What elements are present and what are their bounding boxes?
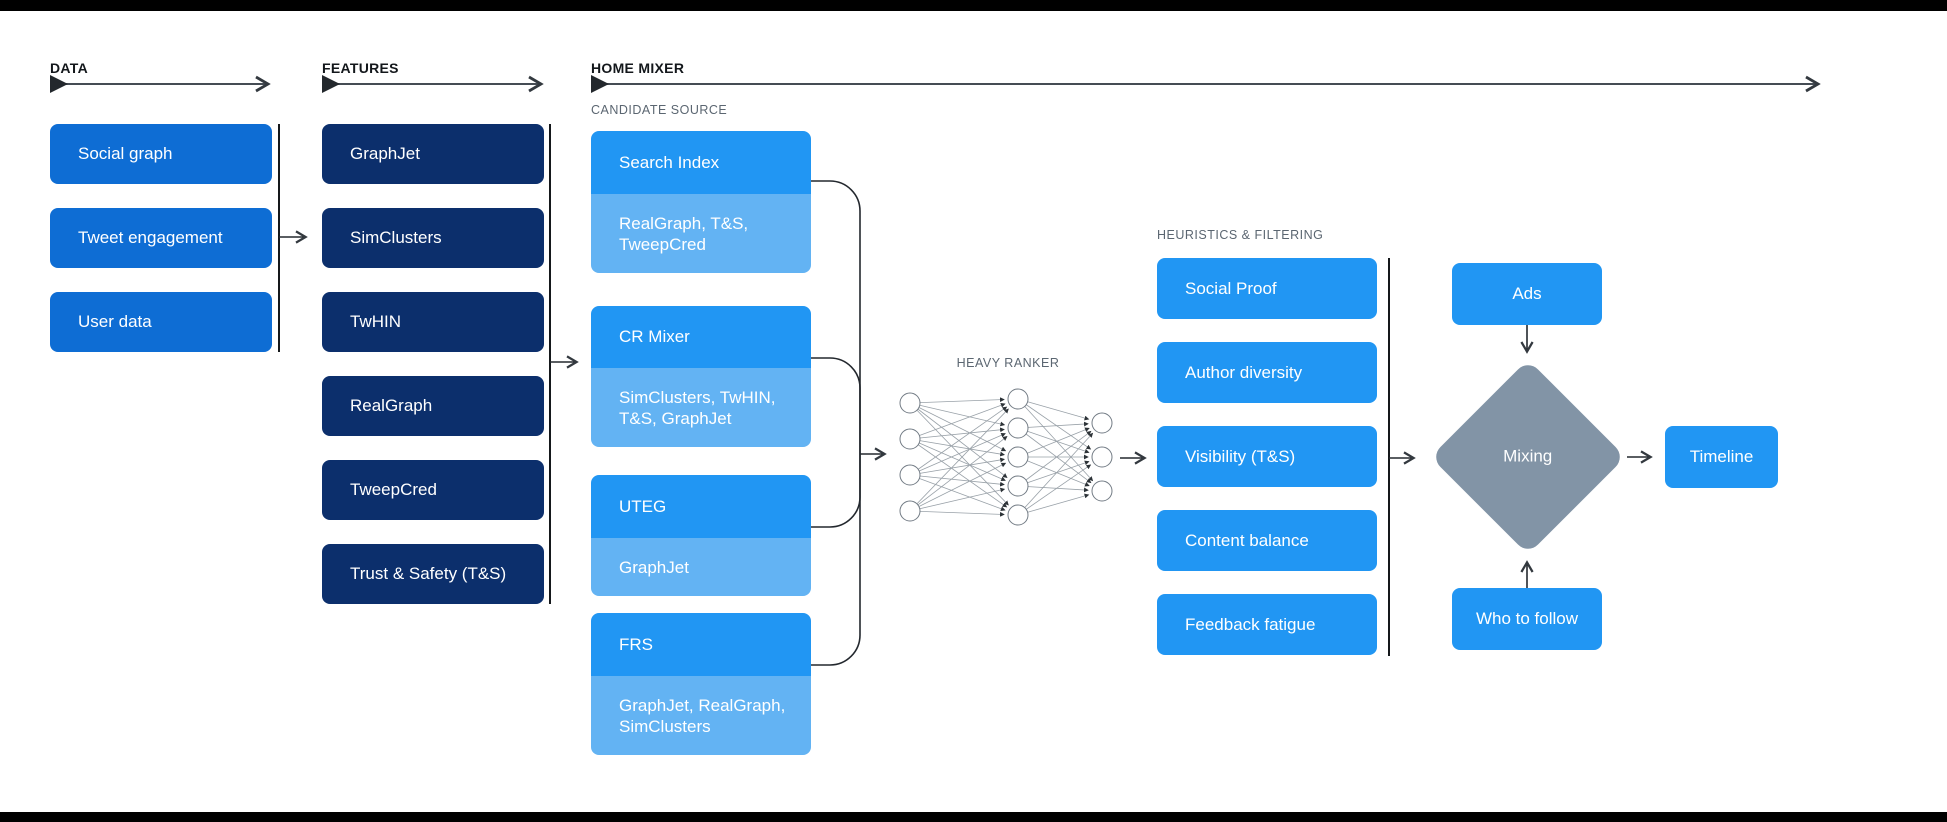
nn-edge [909,403,1006,440]
nn-edge [1017,427,1092,484]
nn-edge [1017,427,1090,458]
nn-node [1007,446,1029,468]
candidate-node-search-index: Search Index RealGraph, T&S, TweepCred [591,131,811,273]
nn-edge [909,474,1006,511]
nn-edge [1017,430,1092,487]
nn-node [1091,412,1113,434]
nn-node [1091,480,1113,502]
heuristic-node-content-balance: Content balance [1157,510,1377,571]
neural-network [899,388,1113,526]
nn-edge [1017,398,1090,421]
feature-node-twhin: TwHIN [322,292,544,352]
mixing-diamond: Mixing [1430,359,1626,555]
nn-node [1091,446,1113,468]
nn-edge [909,462,1007,512]
heuristic-node-visibility: Visibility (T&S) [1157,426,1377,487]
nn-edge [909,436,1008,512]
bottom-frame-bar [0,812,1947,822]
heuristic-node-social-proof: Social Proof [1157,258,1377,319]
nn-edge [1017,421,1089,429]
nn-edge [909,487,1006,512]
nn-edge [1017,456,1090,487]
nn-edge [1017,398,1094,482]
heavy-ranker-label: HEAVY RANKER [956,356,1060,370]
nn-edge [909,438,1005,457]
candidate-node-cr-mixer: CR Mixer SimClusters, TwHIN, T&S, GraphJ… [591,306,811,447]
candidate-features: GraphJet, RealGraph, SimClusters [591,676,811,755]
nn-node [899,428,921,450]
nn-edge [909,402,1009,506]
nn-edge [909,402,1007,452]
data-node-social-graph: Social graph [50,124,272,184]
nn-edge [1017,464,1092,516]
candidate-source-label: CANDIDATE SOURCE [591,103,728,117]
nn-node [899,500,921,522]
data-node-user-data: User data [50,292,272,352]
section-title-data: DATA [50,60,89,76]
nn-edge [909,408,1009,512]
nn-edge [909,406,1008,476]
heuristic-node-author-diversity: Author diversity [1157,342,1377,403]
candidate-node-frs: FRS GraphJet, RealGraph, SimClusters [591,613,811,755]
mixing-input-ads: Ads [1452,263,1602,325]
candidate-features: GraphJet [591,538,811,596]
section-title-features: FEATURES [322,60,399,76]
nn-edge [1017,432,1094,516]
nn-edge [909,397,1005,404]
nn-edge [909,432,1006,476]
feature-node-tweepcred: TweepCred [322,460,544,520]
section-title-home-mixer: HOME MIXER [591,60,685,76]
nn-edge [1017,460,1090,487]
nn-node [1007,475,1029,497]
nn-edge [909,438,1008,508]
nn-edge [1017,398,1092,450]
feature-node-simclusters: SimClusters [322,208,544,268]
candidate-name: UTEG [591,475,811,538]
mixing-diamond-label: Mixing [1503,447,1553,466]
nn-edge [909,474,1005,487]
candidate-name: FRS [591,613,811,676]
nn-edge [1017,427,1090,454]
nn-edge [909,402,1008,478]
nn-edge [1017,485,1089,493]
feature-node-graphjet: GraphJet [322,124,544,184]
heuristic-node-feedback-fatigue: Feedback fatigue [1157,594,1377,655]
nn-edge [1017,493,1090,516]
candidate-name: CR Mixer [591,306,811,368]
nn-edge [909,510,1005,517]
nn-node [899,392,921,414]
mixing-input-who-to-follow: Who to follow [1452,588,1602,650]
nn-node [1007,504,1029,526]
candidate-features: SimClusters, TwHIN, T&S, GraphJet [591,368,811,447]
candidate-name: Search Index [591,131,811,194]
nn-edge [909,438,1006,482]
output-node-timeline: Timeline [1665,426,1778,488]
nn-edge [909,402,1006,427]
candidate-node-uteg: UTEG GraphJet [591,475,811,596]
nn-node [899,464,921,486]
nn-edge [909,427,1005,440]
data-node-tweet-engagement: Tweet engagement [50,208,272,268]
candidate-features: RealGraph, T&S, TweepCred [591,194,811,273]
nn-node [1007,417,1029,439]
feature-node-realgraph: RealGraph [322,376,544,436]
nn-edge [909,457,1005,476]
top-frame-bar [0,0,1947,11]
feature-node-trust-safety: Trust & Safety (T&S) [322,544,544,604]
nn-node [1007,388,1029,410]
heuristics-label: HEURISTICS & FILTERING [1157,228,1324,242]
